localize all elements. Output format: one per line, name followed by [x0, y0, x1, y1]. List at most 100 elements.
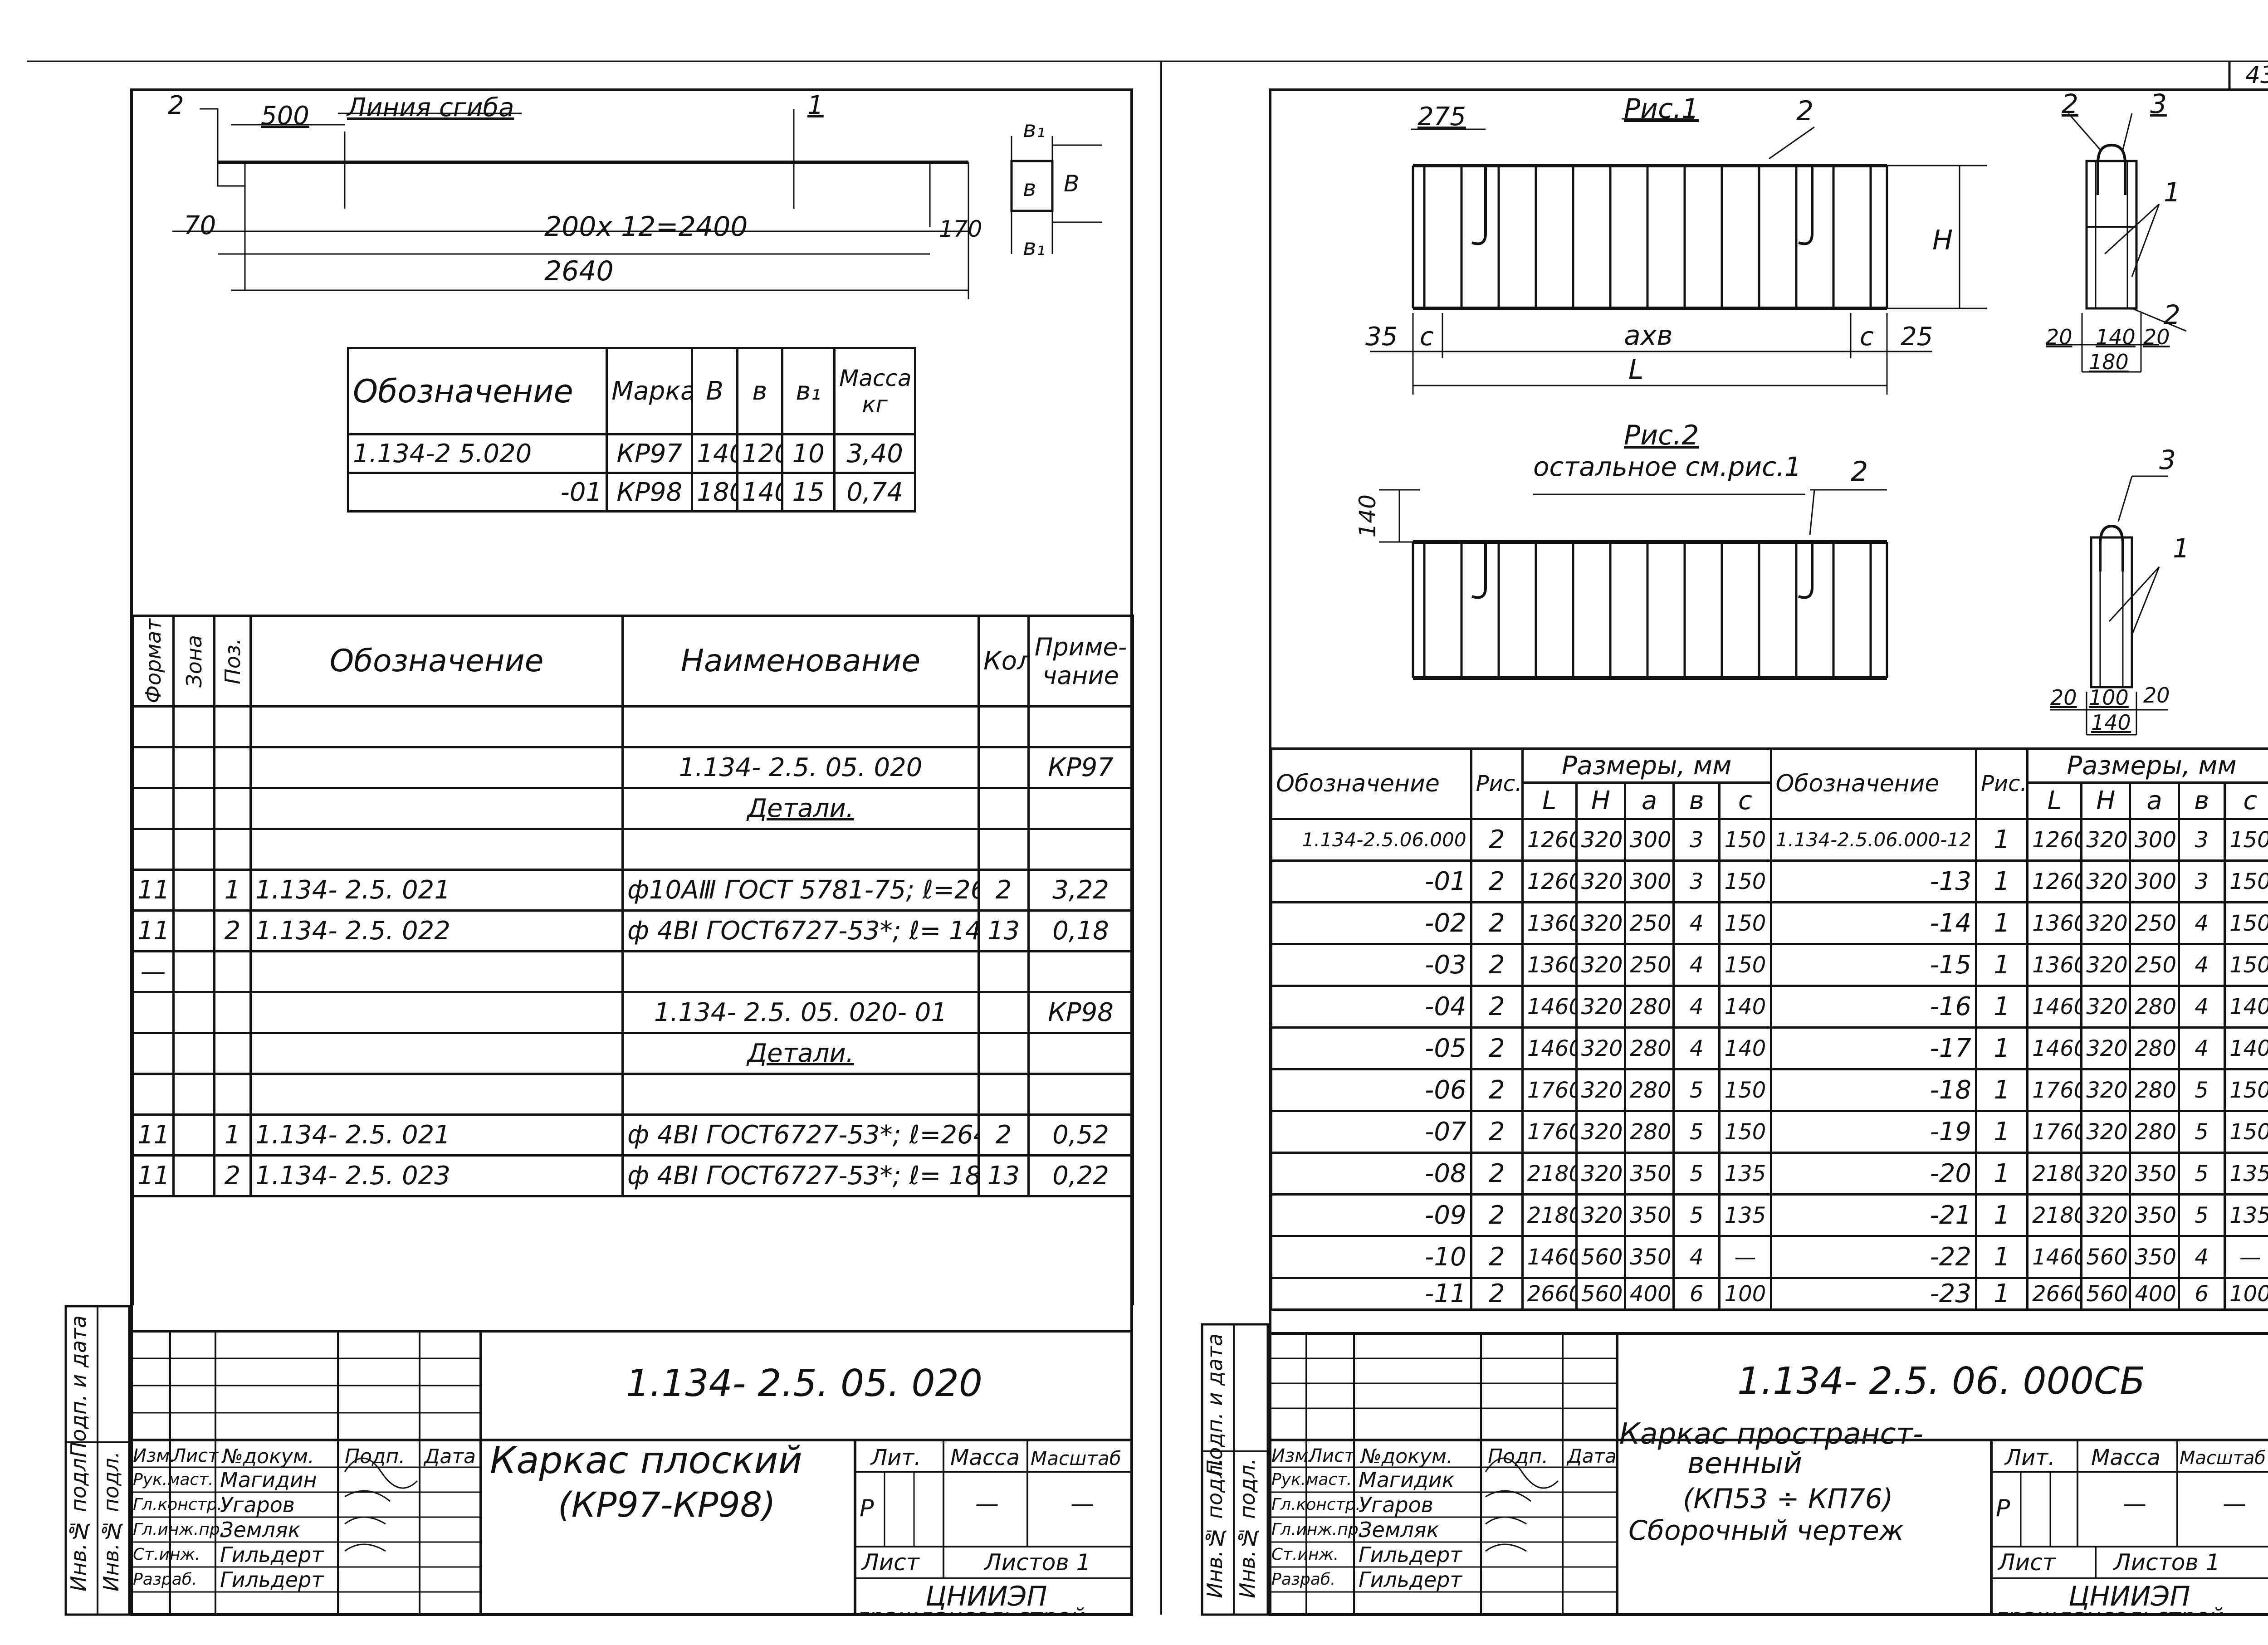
sizes-cell: 5 — [2177, 1068, 2226, 1112]
sizes-cell: 2180 — [1521, 1193, 1578, 1237]
sizes-cell: 5 — [2177, 1152, 2226, 1196]
right-tb-col-date: Дата — [1567, 1445, 1617, 1467]
right-tb-col-list: Лист — [1309, 1445, 1355, 1466]
right-staff-name: Магидик — [1359, 1468, 1455, 1492]
sizes-row: -02213603202504150-14113603202504150 — [1270, 901, 2268, 945]
spec-cell — [1027, 950, 1134, 993]
sizes-cell: 135 — [1718, 1152, 1772, 1196]
right-staff-name: Гильдерт — [1359, 1567, 1462, 1592]
sizes-cell: 2 — [1470, 1193, 1524, 1237]
sizes-cell: 1460 — [2026, 1026, 2083, 1070]
sizes-row: -06217603202805150-18117603202805150 — [1270, 1068, 2268, 1112]
spec-row — [132, 1073, 1134, 1116]
left-staff-name: Магидин — [220, 1468, 317, 1492]
spec-cell — [172, 1032, 215, 1075]
bend-dim-500: 500 — [261, 101, 309, 131]
right-staff-role: Ст.инж. — [1271, 1545, 1339, 1564]
sizes-cell: 3 — [1672, 859, 1721, 903]
sizes-cell: 280 — [1623, 1110, 1675, 1154]
fig1-sec-pos-2b: 2 — [2164, 299, 2180, 330]
spec-cell: 13 — [978, 1154, 1030, 1197]
fig1-pos-2: 2 — [1796, 95, 1814, 127]
sizes-row: -07217603202805150-19117603202805150 — [1270, 1110, 2268, 1154]
fig1-dim-c-right: с — [1860, 322, 1874, 351]
sizes-cell: -20 — [1769, 1152, 1978, 1196]
left-staff-name: Угаров — [220, 1493, 295, 1517]
bend-dim-b1-bottom: в₁ — [1023, 234, 1046, 260]
sizes-cell: 2 — [1470, 1110, 1524, 1154]
sizes-cell: 280 — [2129, 1110, 2180, 1154]
sizes-cell: 150 — [1718, 1110, 1772, 1154]
sizes-cell: 1360 — [2026, 943, 2083, 987]
fig1-sec-pos-2: 2 — [2062, 88, 2078, 119]
sizes-cell: 1 — [1975, 943, 2029, 987]
sizes-cell: 150 — [2223, 901, 2268, 945]
sizes-cell: 280 — [2129, 1026, 2180, 1070]
spec-cell — [172, 909, 215, 952]
spec-cell: 2 — [213, 1154, 252, 1197]
sizes-cell: 300 — [2129, 818, 2180, 862]
left-staff-role: Гл.констр. — [133, 1495, 222, 1514]
sizes-cell: 2180 — [2026, 1152, 2083, 1196]
spec-cell — [249, 746, 624, 789]
sizes-cell: 320 — [2080, 1193, 2131, 1237]
marks-cell: -01 — [347, 472, 608, 513]
sizes-cell: 250 — [1623, 943, 1675, 987]
left-tb-lit-value: Р — [860, 1495, 874, 1522]
spec-cell — [621, 950, 980, 993]
spec-cell — [132, 828, 175, 871]
sizes-cell: 2 — [1470, 1026, 1524, 1070]
sizes-cell: 4 — [2177, 943, 2226, 987]
spec-cell: КР98 — [1027, 991, 1134, 1034]
sizes-cell: 560 — [1575, 1277, 1626, 1311]
sizes-cell: 1.134-2.5.06.000 — [1270, 818, 1472, 862]
sizes-cell: -22 — [1769, 1235, 1978, 1279]
sizes-cell: 140 — [2223, 1026, 2268, 1070]
right-title-line3: (КП53 ÷ КП76) — [1683, 1483, 1893, 1515]
sizes-cell: 135 — [2223, 1152, 2268, 1196]
sizes-cell: 320 — [2080, 818, 2131, 862]
sizes-cell: -17 — [1769, 1026, 1978, 1070]
sizes-cell: 1760 — [2026, 1110, 2083, 1154]
sizes-row: -08221803203505135-20121803203505135 — [1270, 1152, 2268, 1196]
marks-cell: 140 — [736, 472, 784, 513]
spec-cell — [249, 991, 624, 1034]
marks-cell: 140 — [691, 433, 738, 474]
right-tb-lit-value: Р — [1996, 1495, 2010, 1522]
sizes-cell: 2 — [1470, 943, 1524, 987]
sizes-cell: 150 — [1718, 818, 1772, 862]
right-tb-org2: граждансельстрой — [1996, 1606, 2224, 1615]
fig1-dim-c-left: с — [1420, 322, 1434, 351]
sizes-cell: 280 — [2129, 985, 2180, 1029]
spec-cell — [132, 991, 175, 1034]
page-number: 43 — [2245, 62, 2268, 89]
sizes-cell: 2 — [1470, 1152, 1524, 1196]
marks-header-mass: Масса кг — [833, 347, 916, 435]
spec-header-qty: Кол. — [978, 615, 1030, 708]
fig1-sec-pos-3: 3 — [2150, 88, 2167, 119]
sizes-cell: -13 — [1769, 859, 1978, 903]
sizes-cell: 6 — [2177, 1277, 2226, 1311]
sizes-cell: 1460 — [2026, 1235, 2083, 1279]
right-tb-scale: Масштаб — [2180, 1448, 2266, 1469]
spec-cell — [213, 1073, 252, 1116]
sizes-cell: 150 — [2223, 1110, 2268, 1154]
spec-cell: ф10АⅢ ГОСТ 5781-75; ℓ=2640 — [621, 869, 980, 912]
sizes-cell: 320 — [1575, 1068, 1626, 1112]
spec-cell: 1 — [213, 869, 252, 912]
sizes-row: -01212603203003150-13112603203003150 — [1270, 859, 2268, 903]
spec-cell — [249, 705, 624, 748]
right-staff-name: Гильдерт — [1359, 1542, 1462, 1567]
sizes-cell: 4 — [2177, 901, 2226, 945]
fig1-sec-dim-20b: 20 — [2143, 325, 2170, 349]
sizes-subheader: с — [2223, 781, 2268, 820]
spec-cell: 11 — [132, 869, 175, 912]
spec-cell — [249, 828, 624, 871]
sizes-cell: 1 — [1975, 1193, 2029, 1237]
sizes-cell: -07 — [1270, 1110, 1472, 1154]
spec-cell: ф 4ВⅠ ГОСТ6727-53*; ℓ= 140 — [621, 909, 980, 952]
sizes-row: -04214603202804140-16114603202804140 — [1270, 985, 2268, 1029]
